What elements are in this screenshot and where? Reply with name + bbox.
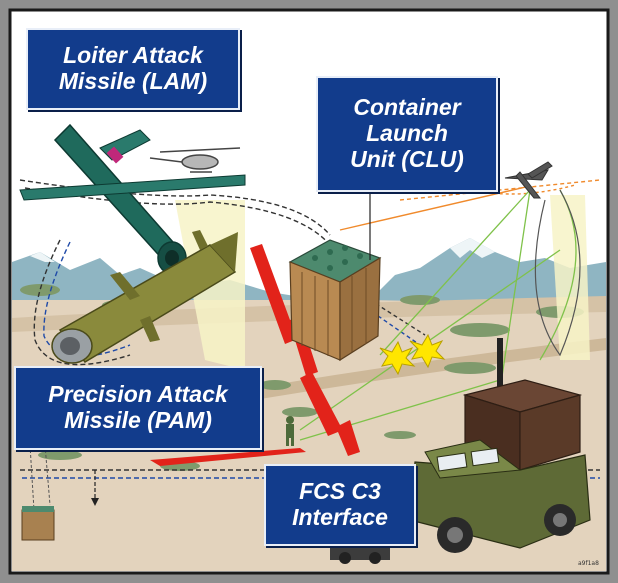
lam-missile-icon [19,123,246,275]
fcs-label-line-1: FCS C3 [299,478,381,505]
shrubs [20,284,584,471]
fcs-c3-label: FCS C3 Interface [264,464,416,546]
ground-launcher-icon [21,444,99,541]
helicopter-icon [149,147,241,173]
humvee-icon [330,338,591,564]
container-launch-unit-icon [288,239,382,362]
lam-label: Loiter Attack Missile (LAM) [26,28,240,110]
snow-cap [30,252,55,262]
lam-label-line-2: Missile (LAM) [58,68,208,94]
pam-label: Precision Attack Missile (PAM) [14,366,262,450]
soldier-icon [286,416,294,446]
pam-label-line-1: Precision Attack [48,381,228,408]
clu-label-line-1: Container [353,94,461,121]
sensor-beam-right [550,195,590,360]
clu-label-line-2: Launch [366,120,448,147]
snow-cap [450,238,495,258]
pam-label-line-2: Missile (PAM) [64,407,212,433]
fcs-label-line-2: Interface [292,504,388,530]
explosion-icon [379,333,446,376]
uav-icon [504,161,553,199]
road [230,338,606,404]
clu-label-line-3: Unit (CLU) [350,145,464,172]
lam-label-line-1: Loiter Attack [63,42,203,69]
clu-label: Container Launch Unit (CLU) [316,76,498,192]
image-credit: a9f1a8 [578,560,599,567]
uav-sensor-cone [534,189,581,357]
mountain-range-right [370,238,606,305]
pam-missile-icon [51,230,238,364]
